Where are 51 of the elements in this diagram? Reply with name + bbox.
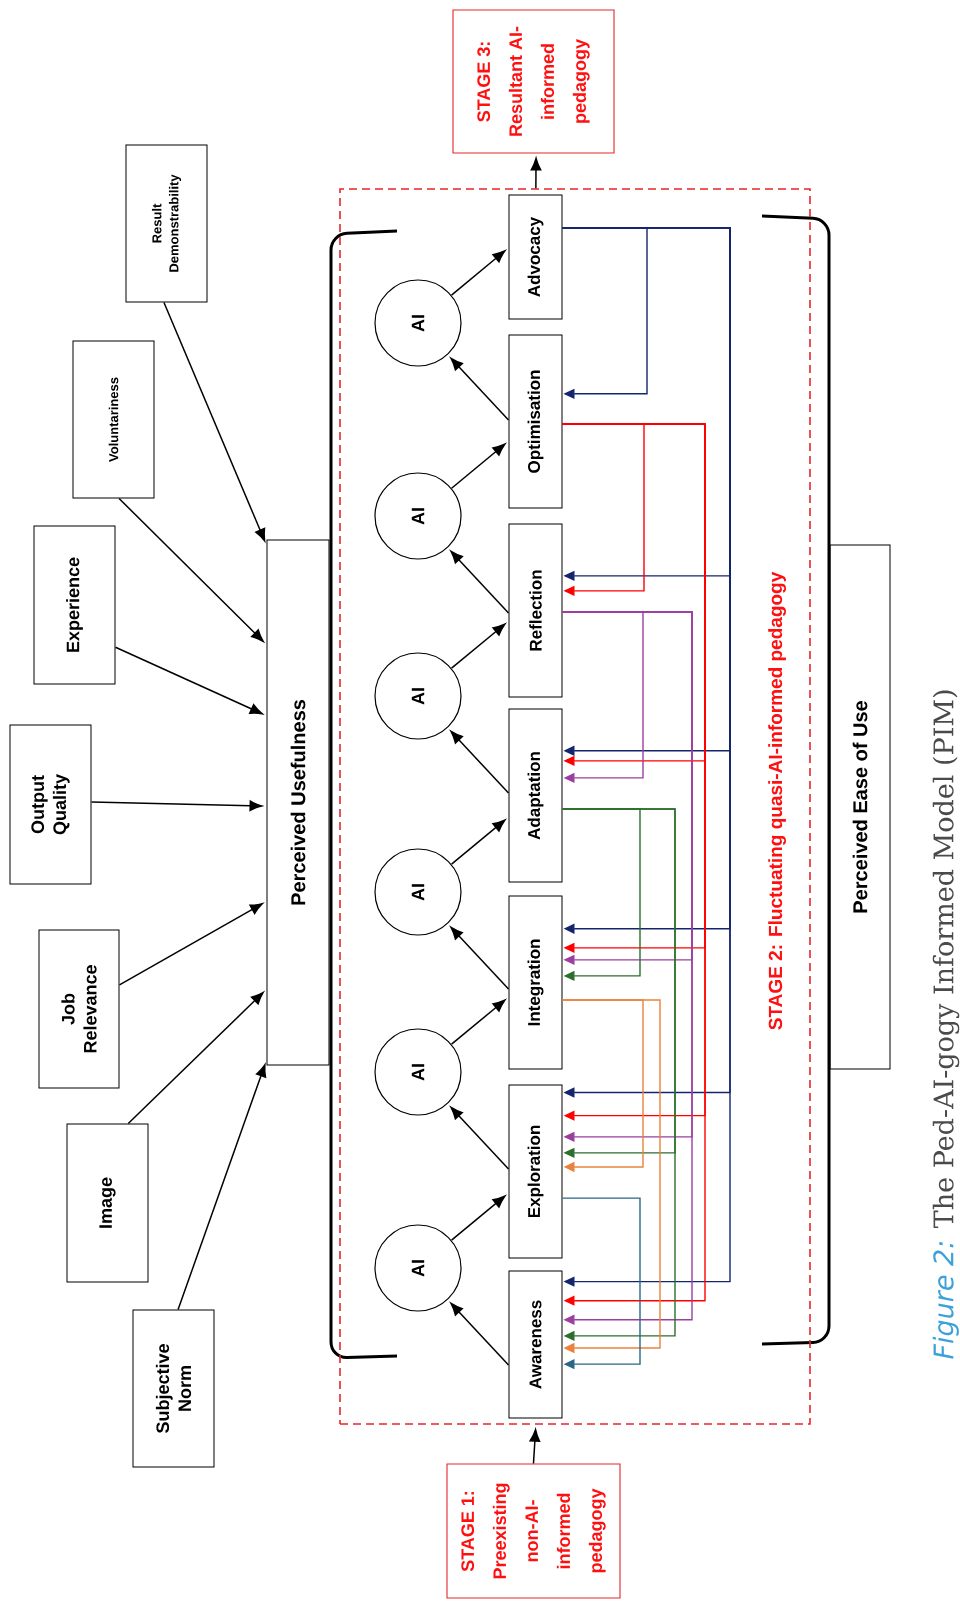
feedback-arrow [561, 423, 645, 596]
arrow [450, 999, 506, 1045]
feedback-arrow [561, 808, 676, 1342]
arrow [450, 1302, 510, 1366]
construct-box: Perceived Ease of Use [829, 544, 891, 1070]
arrow [177, 1064, 267, 1311]
arrow [450, 1195, 506, 1241]
arrow [450, 819, 506, 865]
factor-box: Job Relevance [38, 929, 120, 1089]
arrow [529, 1428, 541, 1465]
feedback-arrow [561, 227, 648, 399]
phase-box: Exploration [508, 1084, 563, 1259]
feedback-arrow [561, 808, 641, 982]
feedback-arrow [561, 999, 661, 1354]
arrow [127, 991, 264, 1125]
factor-box: Subjective Norm [132, 1309, 215, 1468]
feedback-arrow [561, 999, 644, 1173]
arrow [118, 497, 264, 642]
caption: Figure 2: The Ped-AI-gogy Informed Model (PIM) [932, 690, 960, 1359]
feedback-arrow [561, 423, 706, 1306]
factor-box: Result Demonstrability [125, 144, 208, 303]
feedback-arrow [561, 1197, 641, 1370]
factor-box: Image [66, 1123, 149, 1283]
arrow [450, 730, 510, 794]
phase-box: Advocacy [508, 194, 563, 320]
factor-box: Experience [33, 525, 116, 685]
arrow [450, 926, 510, 990]
construct-box: Perceived Usefulness [266, 539, 330, 1066]
factor-box: Output Quality [9, 724, 92, 885]
stage-box: STAGE 3: Resultant AI-informed pedagogy [452, 9, 615, 154]
arrow [450, 250, 506, 296]
feedback-arrow [561, 611, 644, 784]
arrow [450, 357, 510, 421]
arrow [114, 646, 263, 715]
phase-box: Reflection [508, 523, 563, 698]
feedback-arrow [561, 227, 731, 1287]
phase-box: Integration [508, 895, 563, 1070]
arrow [450, 443, 506, 489]
phase-box: Adaptation [508, 708, 563, 883]
stage-box: STAGE 1: Preexisting non-AI-informed pedagogy [446, 1463, 621, 1599]
feedback-arrow [561, 611, 693, 1325]
arrow [90, 800, 263, 812]
factor-box: Voluntariness [72, 340, 155, 499]
arrow [450, 623, 506, 669]
phase-box: Optimisation [508, 334, 563, 509]
arrow [450, 550, 510, 614]
arrow [163, 301, 266, 542]
arrow [530, 157, 542, 189]
arrow [118, 903, 263, 986]
phase-box: Awareness [508, 1270, 563, 1419]
arrow [450, 1106, 510, 1170]
